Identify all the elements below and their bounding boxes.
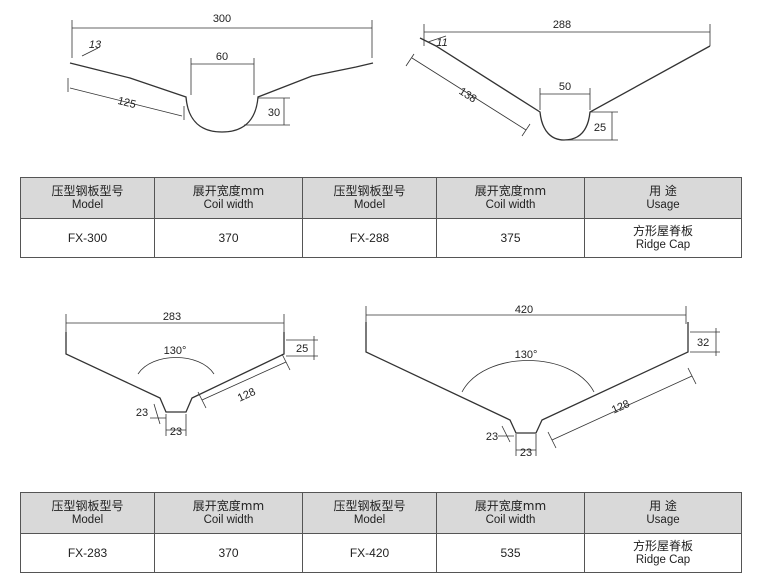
- fx420-side-dim: 128: [610, 398, 632, 416]
- fx420-bottom-width-dim: 23: [520, 447, 532, 459]
- fx283-profile: [65, 332, 285, 413]
- fx300-edge-dim: 13: [89, 39, 102, 51]
- cell-coil-width: 370: [154, 218, 303, 258]
- fx300-total-dim: 300: [213, 13, 231, 25]
- fx420-total-dim: 420: [515, 304, 533, 316]
- fx420-bottom-side-dim: 23: [486, 431, 498, 443]
- fx283-angle-dim: 130°: [164, 345, 187, 357]
- fx420-angle-dim: 130°: [515, 349, 538, 361]
- fx300-arc-width-dim: 60: [216, 51, 228, 63]
- fx283-total-dim: 283: [163, 311, 181, 323]
- cell-model: FX-288: [302, 218, 437, 258]
- fx420-profile: [365, 322, 689, 434]
- fx288-total-dim: 288: [553, 19, 571, 31]
- fx300-arc-depth-dim: 30: [268, 107, 280, 119]
- fx283-lip-dim: 25: [296, 343, 308, 355]
- fx288-arc-depth-dim: 25: [594, 122, 606, 134]
- cell-coil-width: 370: [154, 533, 303, 573]
- cell-model: FX-300: [20, 218, 155, 258]
- cell-model: FX-420: [302, 533, 437, 573]
- fx300-profile: [69, 62, 374, 133]
- fx283-bottom-side-dim: 23: [136, 407, 148, 419]
- cell-coil-width: 375: [436, 218, 585, 258]
- fx288-edge-dim: 11: [436, 37, 447, 49]
- cell-coil-width: 535: [436, 533, 585, 573]
- fx283-bottom-width-dim: 23: [170, 426, 182, 438]
- fx288-profile: [419, 37, 711, 141]
- fx288-arc-width-dim: 50: [559, 81, 571, 93]
- cell-model: FX-283: [20, 533, 155, 573]
- fx300-side-dim: 125: [116, 95, 137, 111]
- fx420-lip-dim: 32: [697, 337, 709, 349]
